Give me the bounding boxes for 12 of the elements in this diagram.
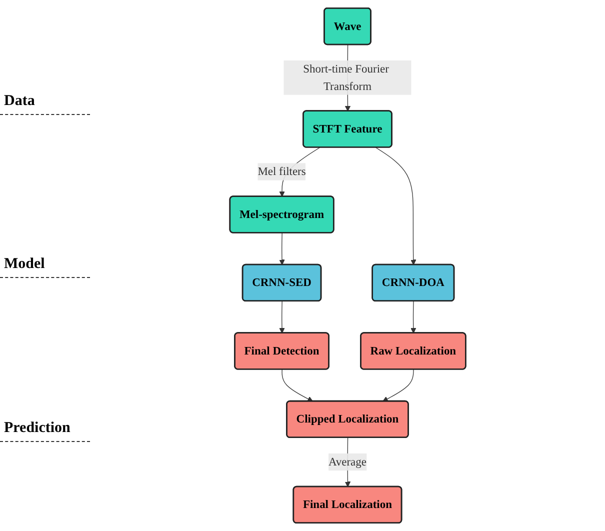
edge-label: Short-time Fourier Transform bbox=[302, 62, 389, 92]
arrow bbox=[375, 147, 416, 266]
section-label: Model bbox=[0, 252, 90, 278]
section-label: Prediction bbox=[0, 416, 90, 442]
arrow bbox=[278, 232, 285, 266]
arrow bbox=[278, 300, 285, 334]
edge-label: Average bbox=[328, 455, 366, 468]
arrow bbox=[410, 300, 416, 334]
arrow bbox=[281, 369, 313, 402]
edge-label: Mel filters bbox=[257, 165, 306, 178]
arrow bbox=[382, 369, 414, 402]
section-label: Data bbox=[0, 88, 90, 115]
